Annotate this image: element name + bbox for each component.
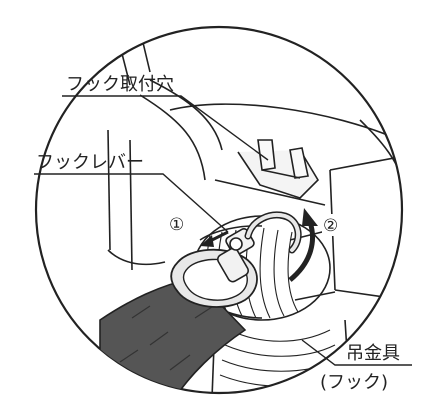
step-2-marker: ②: [323, 216, 338, 236]
arrow-step-2: [288, 208, 318, 282]
leader-lines: [34, 95, 412, 366]
step-1-marker: ①: [169, 215, 184, 235]
leader-hook-lever: [34, 173, 229, 233]
label-hanger-line1: 吊金具: [346, 343, 400, 364]
leader-hook-mount-hole: [62, 95, 269, 161]
strap: [99, 277, 247, 393]
hook-lever: [217, 228, 255, 283]
label-hook-mount-hole: フック取付穴: [66, 74, 174, 95]
label-hanger-line2: (フック): [320, 372, 388, 393]
arrow-step-1: [200, 230, 229, 247]
label-hook-lever: フックレバー: [36, 152, 144, 173]
leader-hanger: [301, 339, 412, 366]
